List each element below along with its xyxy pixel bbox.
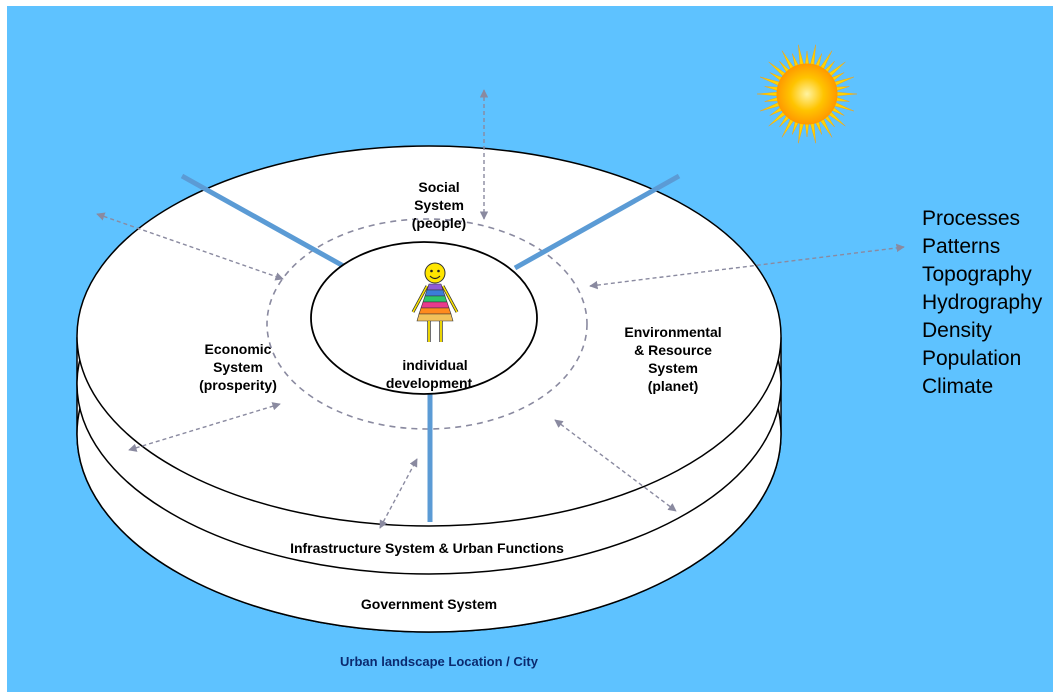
government-label: Government System bbox=[361, 596, 497, 612]
arrow-environmental-lower bbox=[554, 419, 677, 512]
landscape-label: Urban landscape Location / City bbox=[340, 654, 539, 669]
social-label-line2: System bbox=[414, 197, 464, 213]
smiley-person-icon bbox=[411, 262, 459, 342]
environmental-label-line4: (planet) bbox=[648, 378, 699, 394]
dashed-boundary-ring bbox=[266, 218, 588, 430]
context-factor-list: Processes Patterns Topography Hydrograph… bbox=[922, 205, 1042, 401]
environmental-label-line3: System bbox=[648, 360, 698, 376]
factor-processes: Processes bbox=[922, 207, 1021, 230]
infrastructure-label: Infrastructure System & Urban Functions bbox=[290, 540, 564, 556]
economic-label-line2: System bbox=[213, 359, 263, 375]
individual-label-line1: individual bbox=[402, 357, 467, 373]
factor-population: Population bbox=[922, 347, 1022, 370]
diagram-svg: individual development Social System (pe… bbox=[7, 6, 1053, 692]
arrow-economic-lower bbox=[128, 402, 281, 452]
economic-label-line3: (prosperity) bbox=[199, 377, 277, 393]
economic-label-line1: Economic bbox=[205, 341, 272, 357]
environmental-label-line1: Environmental bbox=[624, 324, 721, 340]
divider-social-environmental bbox=[513, 173, 681, 271]
factor-patterns: Patterns bbox=[922, 235, 1001, 258]
interaction-arrows bbox=[96, 89, 905, 529]
factor-climate: Climate bbox=[922, 375, 994, 398]
factor-hydrography: Hydrography bbox=[922, 291, 1043, 314]
social-label-line1: Social bbox=[418, 179, 459, 195]
arrow-infrastructure bbox=[379, 458, 418, 529]
social-label-line3: (people) bbox=[412, 215, 466, 231]
arrow-economic-upper bbox=[96, 212, 284, 281]
factor-density: Density bbox=[922, 319, 993, 342]
arrow-environmental-upper bbox=[589, 243, 905, 290]
environmental-label-line2: & Resource bbox=[634, 342, 712, 358]
sun-icon bbox=[756, 44, 858, 144]
individual-label-line2: development bbox=[386, 375, 473, 391]
factor-topography: Topography bbox=[922, 263, 1032, 286]
